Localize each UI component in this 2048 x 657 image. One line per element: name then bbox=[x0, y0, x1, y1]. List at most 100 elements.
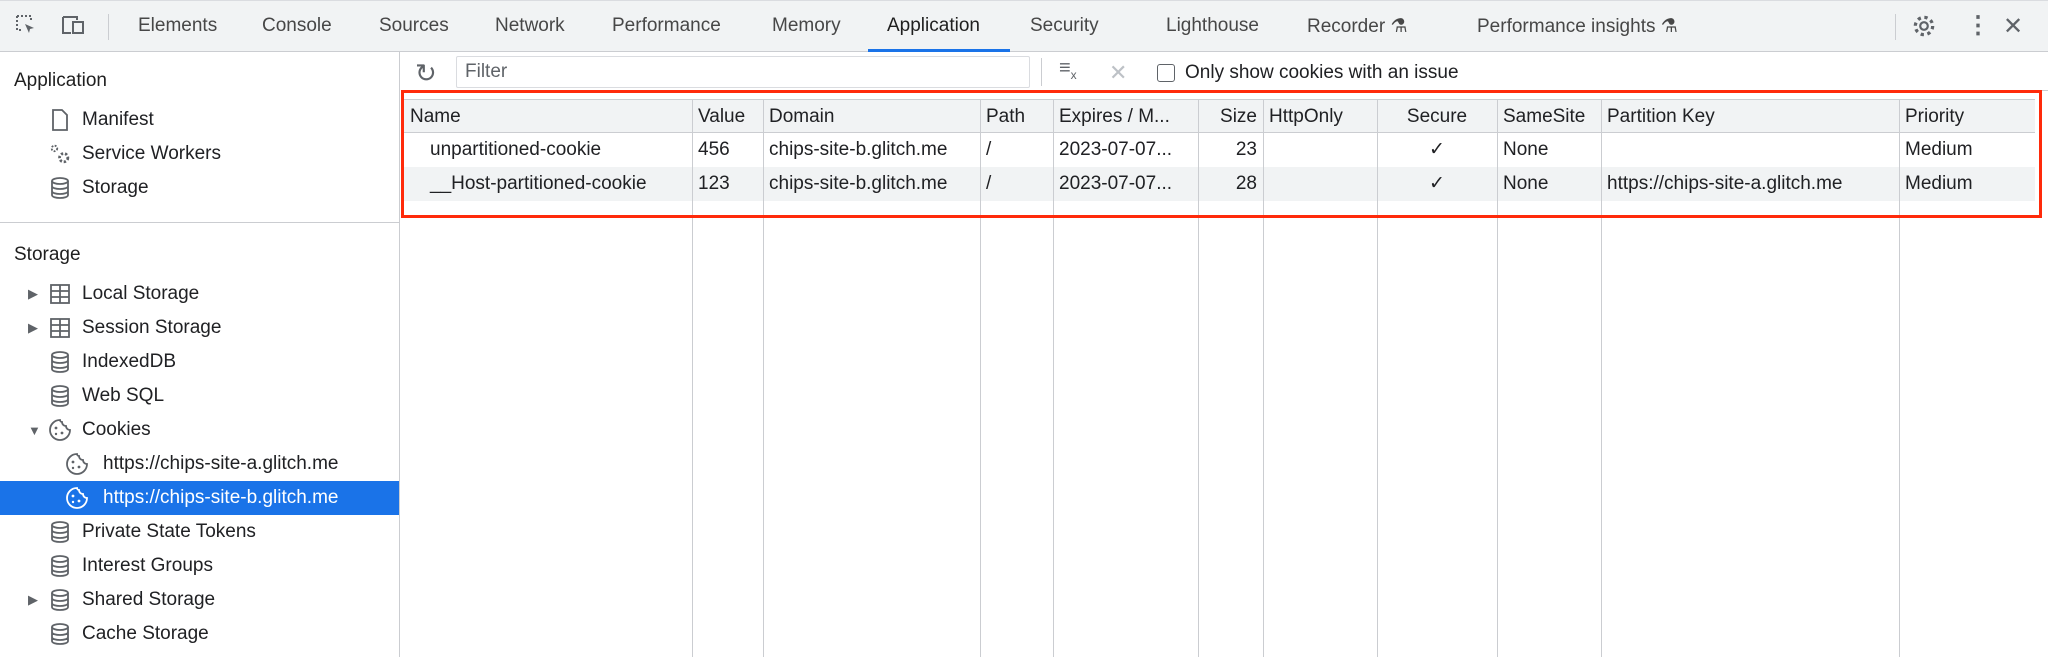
sidebar-item-label: Private State Tokens bbox=[82, 521, 256, 542]
divider bbox=[0, 222, 400, 223]
sidebar-item-cache-storage[interactable]: Cache Storage bbox=[0, 617, 399, 651]
database-icon bbox=[48, 554, 72, 578]
tab-elements[interactable]: Elements bbox=[138, 15, 217, 37]
tab-label: Security bbox=[1030, 15, 1099, 36]
table-cell: ✓ bbox=[1429, 173, 1445, 194]
sidebar-item-label: Shared Storage bbox=[82, 589, 216, 610]
close-icon[interactable]: ✕ bbox=[2003, 13, 2024, 40]
sidebar-item-local-storage[interactable]: ▶ Local Storage bbox=[0, 277, 399, 311]
sidebar-item-service-workers[interactable]: Service Workers bbox=[0, 137, 399, 171]
table-cell: https://chips-site-a.glitch.me bbox=[1607, 173, 1843, 194]
tab-label: Performance insights bbox=[1477, 16, 1656, 37]
sidebar-item-session-storage[interactable]: ▶Session Storage bbox=[0, 311, 399, 345]
database-icon bbox=[48, 350, 72, 374]
tab-label: Network bbox=[495, 15, 565, 36]
divider bbox=[1895, 14, 1896, 40]
column-divider[interactable] bbox=[692, 99, 693, 657]
cookie-icon bbox=[65, 486, 89, 510]
sidebar-item-label: Local Storage bbox=[82, 283, 200, 304]
table-cell: 23 bbox=[1235, 139, 1257, 160]
sidebar-item-cookies[interactable]: ▼ Cookies bbox=[0, 413, 399, 447]
tab-label: Recorder bbox=[1307, 16, 1386, 37]
experiment-flask-icon: ⚗ bbox=[1390, 16, 1408, 37]
sidebar-item-https-chips-site-a-glitch-me[interactable]: https://chips-site-a.glitch.me bbox=[0, 447, 399, 481]
tab-label: Elements bbox=[138, 15, 218, 36]
table-cell: None bbox=[1503, 139, 1549, 160]
refresh-icon[interactable]: ↻ bbox=[415, 58, 437, 88]
table-cell: 28 bbox=[1235, 173, 1257, 194]
sidebar-item-shared-storage[interactable]: ▶ Shared Storage bbox=[0, 583, 399, 617]
table-cell: None bbox=[1503, 173, 1549, 194]
filter-input[interactable] bbox=[456, 56, 1030, 88]
cookies-toolbar: ↻ ≡x ✕ Only show cookies with an issue bbox=[401, 52, 2048, 91]
collapsed-triangle-icon[interactable]: ▶ bbox=[28, 286, 38, 301]
tab-application[interactable]: Application bbox=[887, 15, 980, 37]
column-divider[interactable] bbox=[1899, 99, 1900, 657]
collapsed-triangle-icon[interactable]: ▶ bbox=[28, 320, 38, 335]
sidebar-item-label: Manifest bbox=[82, 109, 154, 130]
gears-icon bbox=[48, 142, 72, 166]
table-cell bbox=[1263, 167, 1377, 201]
device-toolbar-icon[interactable] bbox=[60, 13, 86, 43]
table-cell: unpartitioned-cookie bbox=[430, 139, 602, 160]
tab-performance[interactable]: Performance bbox=[612, 15, 721, 37]
sidebar-item-web-sql[interactable]: Web SQL bbox=[0, 379, 399, 413]
table-cell: ✓ bbox=[1429, 139, 1445, 160]
sidebar-item-storage[interactable]: Storage bbox=[0, 171, 399, 205]
tab-performance-insights[interactable]: Performance insights ⚗ bbox=[1477, 15, 1678, 38]
tab-memory[interactable]: Memory bbox=[772, 15, 841, 37]
only-issues-label: Only show cookies with an issue bbox=[1185, 62, 1459, 83]
tab-label: Performance bbox=[612, 15, 721, 36]
sidebar-item-indexeddb[interactable]: IndexedDB bbox=[0, 345, 399, 379]
sidebar-item-label: Cache Storage bbox=[82, 623, 209, 644]
clear-filtered-cookies-icon[interactable]: ≡x bbox=[1059, 57, 1077, 82]
more-options-icon[interactable]: ⋮ bbox=[1966, 12, 1990, 39]
sidebar-item-manifest[interactable]: Manifest bbox=[0, 103, 399, 137]
tab-recorder[interactable]: Recorder ⚗ bbox=[1307, 15, 1407, 38]
tab-label: Console bbox=[262, 15, 332, 36]
column-divider[interactable] bbox=[1377, 99, 1378, 657]
sidebar-item-label: Cookies bbox=[82, 419, 151, 440]
collapsed-triangle-icon[interactable]: ▶ bbox=[28, 592, 38, 607]
column-divider[interactable] bbox=[1053, 99, 1054, 657]
column-divider[interactable] bbox=[980, 99, 981, 657]
column-divider[interactable] bbox=[1263, 99, 1264, 657]
sidebar-item-https-chips-site-b-glitch-me[interactable]: https://chips-site-b.glitch.me bbox=[0, 481, 399, 515]
column-divider[interactable] bbox=[1497, 99, 1498, 657]
storage-heading: Storage bbox=[14, 244, 81, 265]
delete-selected-icon[interactable]: ✕ bbox=[1109, 60, 1128, 85]
settings-gear-icon[interactable] bbox=[1911, 13, 1937, 45]
table-cell: 456 bbox=[698, 139, 730, 160]
table-cell: / bbox=[986, 139, 992, 160]
column-header-domain: Domain bbox=[769, 106, 835, 127]
tab-network[interactable]: Network bbox=[495, 15, 565, 37]
expanded-triangle-icon[interactable]: ▼ bbox=[28, 422, 41, 438]
cookie-icon bbox=[65, 452, 89, 476]
table-icon bbox=[48, 316, 72, 340]
column-divider[interactable] bbox=[1601, 99, 1602, 657]
tab-security[interactable]: Security bbox=[1030, 15, 1099, 37]
tab-label: Lighthouse bbox=[1166, 15, 1259, 36]
sidebar-item-interest-groups[interactable]: Interest Groups bbox=[0, 549, 399, 583]
column-header-priority: Priority bbox=[1905, 106, 1965, 127]
database-icon bbox=[48, 622, 72, 646]
table-cell bbox=[1263, 133, 1377, 167]
only-issues-checkbox[interactable] bbox=[1157, 64, 1175, 82]
tab-label: Memory bbox=[772, 15, 841, 36]
tab-sources[interactable]: Sources bbox=[379, 15, 449, 37]
column-divider[interactable] bbox=[763, 99, 764, 657]
tab-lighthouse[interactable]: Lighthouse bbox=[1166, 15, 1259, 37]
sidebar-item-private-state-tokens[interactable]: Private State Tokens bbox=[0, 515, 399, 549]
column-divider[interactable] bbox=[1198, 99, 1199, 657]
table-cell bbox=[1601, 133, 1899, 167]
table-cell: / bbox=[986, 173, 992, 194]
tab-console[interactable]: Console bbox=[262, 15, 332, 37]
table-cell: 123 bbox=[698, 173, 730, 194]
inspect-element-icon[interactable] bbox=[14, 13, 38, 43]
divider bbox=[108, 14, 109, 40]
sidebar-item-label: https://chips-site-a.glitch.me bbox=[103, 453, 339, 474]
divider bbox=[1041, 58, 1042, 86]
